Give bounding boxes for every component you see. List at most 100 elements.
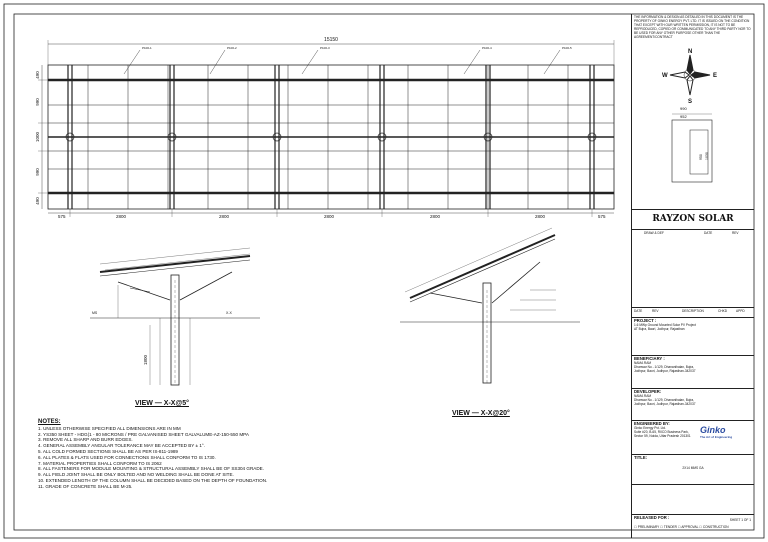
row-dim-1: 490: [35, 71, 40, 79]
title-block: THE INFORMATION & DESIGN AS DETAILED IN …: [631, 14, 754, 538]
plan-view: [38, 40, 615, 217]
compass-rose: [669, 54, 711, 96]
compass-s: S: [688, 99, 692, 105]
project-line2: AT Bujra, Baori, Jodhpur, Rajasthan: [634, 327, 685, 331]
view-label-right: VIEW — X-X@20°: [452, 410, 510, 417]
engineered-addr2: Sector 59, Noida, Uttar Pradesh 201301: [634, 434, 691, 438]
compass-w: W: [662, 73, 668, 79]
label-xx: X-X: [226, 311, 233, 315]
note-item: 7. MATERIAL PROPERTIES SHALL CONFORM TO …: [38, 460, 162, 466]
tag-3: P100-3: [320, 46, 330, 50]
developer-heading: DEVELOPER:: [634, 389, 662, 394]
tag-5: P100-5: [562, 46, 572, 50]
disclaimer: THE INFORMATION & DESIGN AS DETAILED IN …: [634, 15, 751, 39]
note-item: 5. ALL COLD FORMED SECTIONS SHALL BE AS …: [38, 448, 178, 454]
label-ms: MS: [92, 311, 98, 315]
view-label-left: VIEW — X-X@5°: [135, 400, 189, 407]
engineered-name: Ginko Energy Pvt. Ltd.: [634, 426, 666, 430]
rev-col-3: REV: [732, 231, 739, 235]
bay-dim-2: 2800: [116, 214, 127, 219]
beneficiary-heading: BENEFICIARY :: [634, 356, 665, 361]
ginko-logo: Ginko The Art of Engineering: [700, 425, 732, 439]
inner-frame: [13, 13, 755, 531]
signoff-chkd: CHKD: [718, 309, 728, 313]
title-text: 2X14 MMS GA: [682, 466, 704, 470]
row-dim-4: 990: [35, 168, 40, 176]
beneficiary-addr1: Dhanwar No - 1/129, Dhananihalan, Bujra,: [634, 365, 695, 369]
released-for-section: RELEASED FOR : SHEET 1 OF 1 ☐ PRELIMINAR…: [632, 514, 754, 538]
engineered-heading: ENGINEERED BY:: [634, 421, 670, 426]
bay-dim-4: 2800: [324, 214, 335, 219]
section-view-right: [400, 227, 580, 384]
overall-dim: 15150: [324, 37, 338, 43]
developer-name: NAMA RAM: [634, 394, 652, 398]
option-tender: ☐ TENDER: [660, 525, 677, 529]
logo-text: Ginko: [700, 425, 726, 435]
engineered-addr1: Suite #20, B-65, RIICO Business Park,: [634, 430, 689, 434]
row-dim-3: 1000: [35, 131, 40, 142]
note-item: 3. REMOVE ALL SHARP AND BURR EDGES.: [38, 437, 133, 443]
developer-addr2: Jodhpur, Baori, Jodhpur, Rajasthan-34203…: [634, 402, 696, 406]
compass-n: N: [688, 49, 692, 55]
released-heading: RELEASED FOR :: [634, 515, 670, 520]
compass-e: E: [713, 73, 717, 79]
bay-dim-3: 2800: [219, 214, 230, 219]
note-item: 8. ALL FASTENERS FOR MODULE MOUNTING & S…: [38, 466, 265, 472]
logo-dim-inner: 952: [680, 114, 687, 119]
project-line1: 1.6 MWp Ground Mounted Solar PV Project: [634, 323, 696, 327]
logo-tagline: The Art of Engineering: [700, 435, 733, 439]
signoff-date: DATE: [634, 309, 643, 313]
note-item: 10. EXTENDED LENGTH OF THE COLUMN SHALL …: [38, 477, 268, 483]
beneficiary-name: NAMA RAM: [634, 361, 652, 365]
option-construction: ☐ CONSTRUCTION: [699, 525, 729, 529]
logo-dim-h2: 1030: [705, 152, 709, 160]
notes-section: NOTES: 1. UNLESS OTHERWISE SPECIFIED ALL…: [38, 419, 338, 490]
sheet-number: SHEET 1 OF 1: [729, 518, 751, 522]
beneficiary-section: BENEFICIARY : NAMA RAM Dhanwar No - 1/12…: [632, 355, 754, 388]
tag-2: P100-2: [227, 46, 237, 50]
project-heading: PROJECT :: [634, 318, 657, 323]
outer-frame: [3, 3, 765, 539]
logo-dim-h1: 950: [699, 154, 703, 160]
option-approval: ☐ APPROVAL: [677, 525, 699, 529]
bay-dim-6: 2800: [535, 214, 546, 219]
beneficiary-addr2: Jodhpur, Baori, Jodhpur, Rajasthan-34203…: [634, 369, 696, 373]
engineered-section: ENGINEERED BY: Ginko Energy Pvt. Ltd. Su…: [632, 420, 754, 454]
signoff-appd: APPD: [736, 309, 745, 313]
bay-dim-1: 575: [58, 214, 66, 219]
notes-heading: NOTES:: [38, 419, 61, 425]
approval-grid: [632, 484, 754, 514]
note-item: 1. UNLESS OTHERWISE SPECIFIED ALL DIMENS…: [38, 425, 181, 431]
row-dim-2: 990: [35, 98, 40, 106]
column-height-dim: 1800: [143, 354, 148, 365]
logo-panel-drawing: [671, 113, 713, 183]
tag-4: P100-4: [482, 46, 492, 50]
project-section: PROJECT : 1.6 MWp Ground Mounted Solar P…: [632, 317, 754, 355]
option-preliminary-label: PRELIMINARY: [637, 525, 660, 529]
revision-table: DRAW & DEF DATE REV: [632, 229, 754, 267]
note-item: 6. ALL PLATES & FLATS USED FOR CONNECTIO…: [38, 454, 216, 460]
note-item: 2. YS350 SHEET - HDG(1 - 80 MICRONS / PR…: [38, 431, 249, 437]
option-construction-label: CONSTRUCTION: [702, 525, 729, 529]
rev-col-1: DRAW & DEF: [644, 231, 664, 235]
rev-col-2: DATE: [704, 231, 713, 235]
option-approval-label: APPROVAL: [681, 525, 699, 529]
note-item: 11. GRADE OF CONCRETE SHALL BE M-25.: [38, 483, 133, 489]
signoff-desc: DESCRIPTION: [682, 309, 704, 313]
title-section: TITLE: 2X14 MMS GA: [632, 454, 754, 484]
title-heading: TITLE:: [634, 455, 648, 460]
signoff-rev: REV: [652, 309, 659, 313]
developer-addr1: Dhanwar No - 1/129, Dhananihalan, Bujra,: [634, 398, 695, 402]
tag-1: P100-1: [142, 46, 152, 50]
note-item: 4. GENERAL ASSEMBLY ANGULAR TOLERANCE MA…: [38, 443, 205, 449]
option-tender-label: TENDER: [663, 525, 677, 529]
signoff-row: DATE REV DESCRIPTION CHKD APPD: [632, 307, 754, 317]
logo-dim-outer: 990: [680, 106, 687, 111]
section-view-left: [90, 247, 260, 386]
note-item: 9. ALL FIELD JOINT SHALL BE ONLY BOLTED …: [38, 472, 234, 478]
bay-dim-5: 2800: [430, 214, 441, 219]
bay-dim-7: 575: [598, 214, 606, 219]
brand-name: RAYZON SOLAR: [632, 209, 754, 229]
option-preliminary: ☐ PRELIMINARY: [634, 525, 660, 529]
